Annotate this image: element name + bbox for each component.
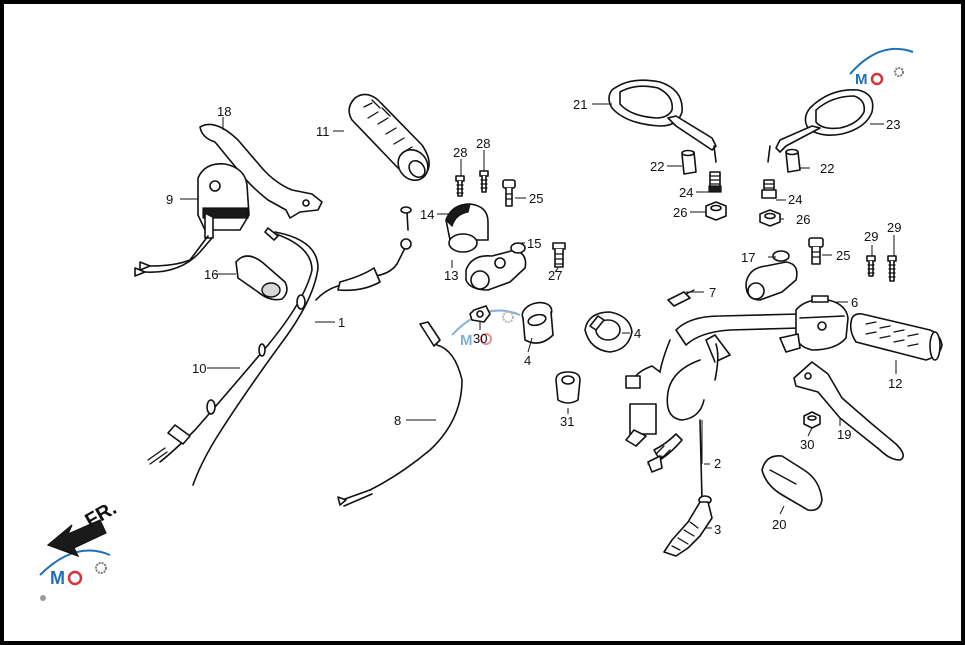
- callout-21: 21: [573, 97, 587, 112]
- part-14-throttle-housing: [445, 203, 489, 253]
- leader-lines: [180, 103, 897, 529]
- part-27-screw: [552, 242, 566, 268]
- part-10-clutch-cable: [147, 227, 313, 465]
- part-17-lever-holder: [745, 250, 798, 301]
- callout-22a: 22: [650, 159, 664, 174]
- callout-28b: 28: [476, 136, 490, 151]
- callout-7: 7: [709, 285, 716, 300]
- part-13-throttle-housing-lower: [465, 242, 527, 291]
- part-1-throttle-cable: [192, 206, 412, 486]
- callout-19: 19: [837, 427, 851, 442]
- svg-text:M: M: [50, 568, 65, 588]
- callout-28a: 28: [453, 145, 467, 160]
- part-24-adapter-left: [708, 171, 722, 193]
- callout-labels: 18 9 16 10 11 1 8 14 13 15 27 28 28 25 3…: [166, 97, 902, 537]
- part-28-screw-b: [479, 170, 489, 193]
- callout-26b: 26: [796, 212, 810, 227]
- callout-10: 10: [192, 361, 206, 376]
- part-20-switch-cover: [761, 454, 823, 512]
- part-11-throttle-grip: [348, 93, 430, 182]
- watermark-logo-bottom-left: M: [39, 549, 111, 601]
- part-22-cap-right: [785, 148, 801, 173]
- part-31-grommet: [555, 371, 581, 404]
- callout-3: 3: [714, 522, 721, 537]
- callout-24b: 24: [788, 192, 802, 207]
- callout-11: 11: [316, 124, 330, 139]
- part-25-bolt-left: [502, 179, 516, 207]
- part-30-nut-right: [803, 411, 821, 429]
- svg-text:M: M: [855, 71, 868, 88]
- callout-18: 18: [217, 104, 231, 119]
- callout-29a: 29: [864, 229, 878, 244]
- part-30-nut-left: [469, 305, 491, 323]
- part-26-nut-left: [705, 201, 727, 221]
- part-24-adapter-right: [761, 179, 777, 199]
- part-23-mirror-right: [767, 89, 874, 163]
- part-28-screw-a: [455, 175, 465, 197]
- front-direction-arrow: FR.: [46, 497, 120, 558]
- callout-27: 27: [548, 268, 562, 283]
- part-25-bolt-right: [808, 237, 824, 265]
- part-3-cable-boot: [663, 495, 713, 557]
- callout-31: 31: [560, 414, 574, 429]
- watermark-logo-top-right: M: [849, 47, 914, 88]
- callout-25a: 25: [529, 191, 543, 206]
- svg-text:M: M: [460, 332, 473, 349]
- callout-25b: 25: [836, 248, 850, 263]
- part-16-switch-cover: [235, 255, 288, 301]
- part-19-brake-lever: [793, 361, 904, 461]
- callout-2: 2: [714, 456, 721, 471]
- callout-9: 9: [166, 192, 173, 207]
- part-21-mirror-left: [608, 79, 717, 163]
- callout-6: 6: [851, 295, 858, 310]
- part-12-grip-right: [849, 313, 943, 361]
- callout-22b: 22: [820, 161, 834, 176]
- callout-8: 8: [394, 413, 401, 428]
- callout-14: 14: [420, 207, 434, 222]
- part-29-screw-b: [887, 255, 897, 282]
- callout-24a: 24: [679, 185, 693, 200]
- part-29-screw-a: [866, 255, 876, 277]
- part-26-nut-right: [759, 209, 781, 227]
- callout-16: 16: [204, 267, 218, 282]
- part-18-clutch-lever: [199, 123, 323, 219]
- callout-30b: 30: [800, 437, 814, 452]
- part-22-cap-left: [681, 149, 697, 175]
- callout-23: 23: [886, 117, 900, 132]
- callout-1: 1: [338, 315, 345, 330]
- callout-4b: 4: [634, 326, 641, 341]
- callout-20: 20: [772, 517, 786, 532]
- part-4-clamp-right: [584, 311, 633, 353]
- callout-12: 12: [888, 376, 902, 391]
- callout-30a: 30: [473, 331, 487, 346]
- part-9-left-switch-housing: [134, 162, 250, 277]
- callout-26a: 26: [673, 205, 687, 220]
- part-2-wiring-harness: [625, 339, 705, 501]
- part-8-stop-switch-cable: [337, 321, 463, 507]
- callout-29b: 29: [887, 220, 901, 235]
- callout-17: 17: [741, 250, 755, 265]
- handlebar-assembly: [675, 295, 849, 381]
- part-4-clamp-left: [521, 301, 554, 344]
- callout-4a: 4: [524, 353, 531, 368]
- callout-13: 13: [444, 268, 458, 283]
- callout-15: 15: [527, 236, 541, 251]
